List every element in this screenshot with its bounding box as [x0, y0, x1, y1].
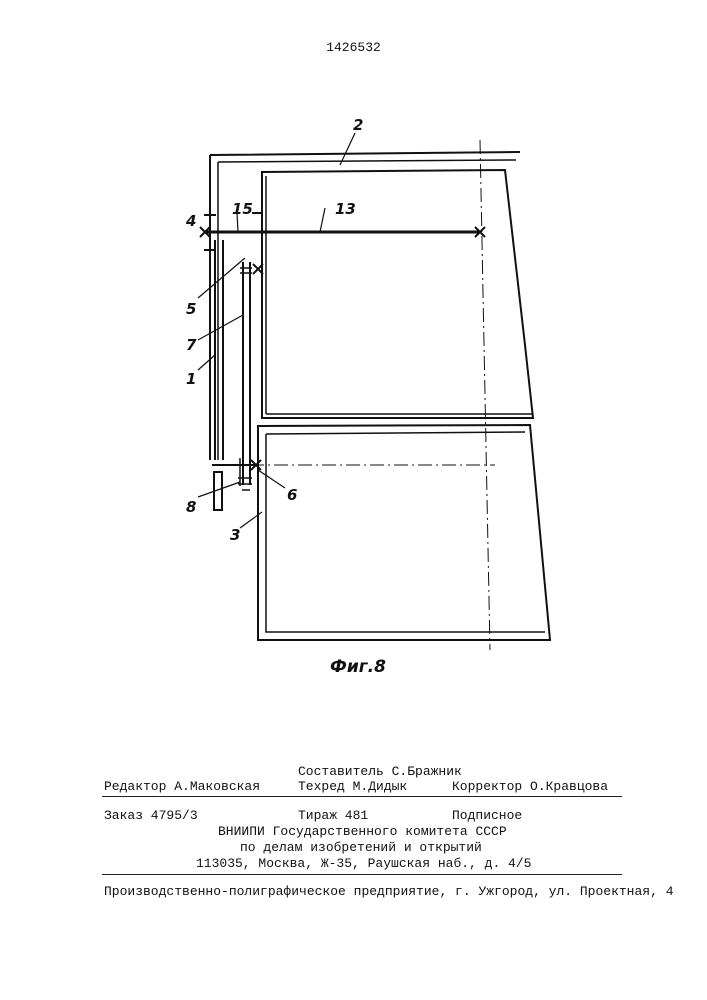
subscription: Подписное [452, 808, 522, 823]
label-4: 4 [185, 212, 196, 230]
label-15: 15 [232, 200, 253, 218]
printer: Производственно-полиграфическое предприя… [104, 884, 674, 899]
org-line-1: ВНИИПИ Государственного комитета СССР [218, 824, 507, 839]
circulation: Тираж 481 [298, 808, 368, 823]
editor: Редактор А.Маковская [104, 779, 260, 794]
rod-1 [215, 240, 223, 460]
lower-panel [258, 425, 550, 640]
techred: Техред М.Дидык [298, 779, 407, 794]
label-1: 1 [186, 370, 196, 388]
label-6: 6 [287, 486, 297, 504]
label-7: 7 [186, 336, 197, 354]
label-3: 3 [230, 526, 240, 544]
patent-drawing-fig8: 2 13 15 4 5 7 1 8 6 3 Фиг.8 [0, 0, 707, 700]
centerline-vertical [480, 140, 490, 650]
upper-panel [262, 170, 533, 418]
label-8: 8 [186, 498, 196, 516]
rod-7 [243, 262, 250, 485]
label-5: 5 [186, 300, 196, 318]
composer: Составитель С.Бражник [298, 764, 462, 779]
label-2: 2 [353, 116, 363, 134]
divider [102, 874, 622, 875]
label-13: 13 [335, 200, 356, 218]
address: 113035, Москва, Ж-35, Раушская наб., д. … [196, 856, 531, 871]
divider [102, 796, 622, 797]
order-number: Заказ 4795/3 [104, 808, 198, 823]
org-line-2: по делам изобретений и открытий [240, 840, 482, 855]
figure-caption: Фиг.8 [330, 657, 386, 677]
corrector: Корректор О.Кравцова [452, 779, 608, 794]
